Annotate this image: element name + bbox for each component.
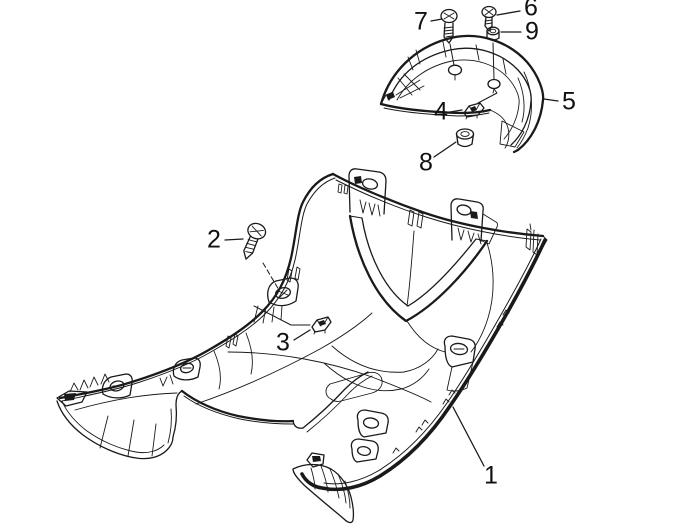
panel-screw-tab-1 xyxy=(267,277,299,307)
bushing-8-drawing xyxy=(455,128,475,148)
cover-hole-left xyxy=(447,64,463,76)
leader-line-2 xyxy=(224,238,244,241)
clip-4-leader-to-hole xyxy=(477,88,498,104)
panel-u-cutout-inner xyxy=(361,217,477,307)
callout-leader-lines xyxy=(224,10,559,467)
panel-top-bracket-left xyxy=(348,168,387,217)
cover-part-5-drawing xyxy=(379,34,545,154)
leader-line-8 xyxy=(433,141,457,158)
panel-boss-hole-lower-b xyxy=(350,438,379,463)
screw-2-drawing xyxy=(243,222,267,260)
panel-screw-tab-2 xyxy=(101,373,133,399)
leader-line-1 xyxy=(452,406,485,467)
panel-mid-wavy-edge xyxy=(180,389,295,423)
panel-u-cutout-outer xyxy=(348,214,489,323)
leader-line-4 xyxy=(449,109,463,113)
nut-9-axis-line xyxy=(492,42,495,80)
panel-boss-hole-lower-a xyxy=(356,409,389,438)
leader-line-3 xyxy=(293,329,311,341)
leader-line-7 xyxy=(430,18,443,22)
screw-7-drawing xyxy=(440,8,458,66)
screw-7-axis-line xyxy=(449,43,455,66)
panel-part-1-drawing xyxy=(56,168,548,524)
cover-bottom-rim xyxy=(379,102,492,115)
cover-hole-right xyxy=(487,78,501,90)
panel-top-right-edge xyxy=(331,172,545,238)
panel-tail-fin xyxy=(292,463,355,524)
panel-center-seam xyxy=(406,230,415,307)
panel-boss-hole-right xyxy=(443,335,476,392)
cap-nut-9-drawing xyxy=(486,26,500,80)
panel-screw-tab-3 xyxy=(172,357,201,381)
leader-line-5 xyxy=(543,98,559,102)
panel-bottom-right-edge xyxy=(300,238,547,492)
cover-outer-arc xyxy=(379,34,545,154)
panel-nose xyxy=(56,390,88,407)
clip-4-drawing xyxy=(463,88,498,120)
cover-rim-arc xyxy=(396,59,520,140)
panel-rib-strip xyxy=(325,371,383,402)
screw-6-drawing xyxy=(481,5,497,32)
panel-top-bracket-right xyxy=(450,198,498,245)
panel-top-left-edge xyxy=(58,172,335,400)
leader-line-6 xyxy=(496,10,521,16)
screw-2-axis-dashed-line xyxy=(262,262,280,291)
